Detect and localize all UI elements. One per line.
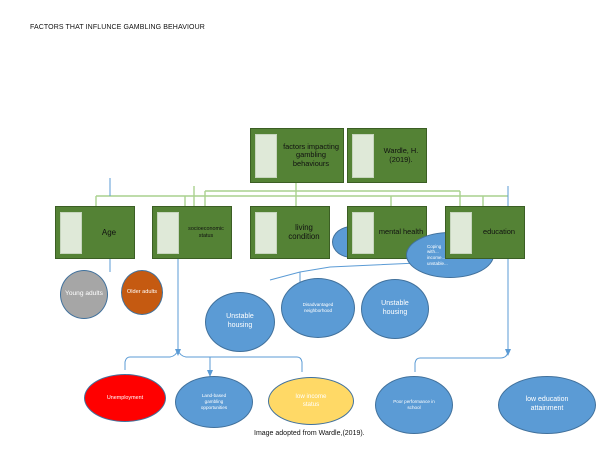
node-label: Poor performance in school <box>393 399 435 410</box>
node-label: Unstable housing <box>226 313 254 329</box>
node-coping-label: Coping with... income... unstable... <box>427 243 448 266</box>
box-thumbnail <box>157 212 179 254</box>
box-living: living condition <box>250 206 330 259</box>
node-land-based-gambling: Land-based gambling opportunities <box>175 376 253 428</box>
box-thumbnail <box>255 134 277 178</box>
node-label: low education attainment <box>525 396 569 412</box>
box-label: factors impacting gambling behaviours <box>283 141 339 168</box>
box-label: socioeconomic status <box>188 226 224 239</box>
node-unstable-housing-1: Unstable housing <box>205 292 275 352</box>
node-unemployment: Unemployment <box>84 374 166 422</box>
box-label: living condition <box>288 222 320 241</box>
box-thumbnail <box>450 212 472 254</box>
box-thumbnail <box>60 212 82 254</box>
box-socioeconomic: socioeconomic status <box>152 206 232 259</box>
page-title: FACTORS THAT INFLUNCE GAMBLING BEHAVIOUR <box>30 24 205 31</box>
box-label: Wardle, H. (2019). <box>383 145 419 164</box>
box-education: education <box>445 206 525 259</box>
node-label: Unemployment <box>106 394 144 401</box>
node-label: Disadvantaged neighborhood <box>302 302 334 313</box>
node-label: low income status <box>295 393 327 408</box>
node-label: Older adults <box>126 289 158 295</box>
box-thumbnail <box>255 212 277 254</box>
node-disadvantaged-neighborhood: Disadvantaged neighborhood <box>281 278 355 338</box>
box-source: Wardle, H. (2019). <box>347 128 427 183</box>
box-label: mental health <box>378 227 424 237</box>
box-age: Age <box>55 206 135 259</box>
node-older-adults: Older adults <box>121 270 163 315</box>
box-thumbnail <box>352 212 374 254</box>
node-low-education-attainment: low education attainment <box>498 376 596 434</box>
box-label: education <box>482 227 516 237</box>
node-poor-performance: Poor performance in school <box>375 376 453 434</box>
box-label: Age <box>101 227 117 237</box>
box-thumbnail <box>352 134 374 178</box>
node-label: Land-based gambling opportunities <box>200 393 228 410</box>
node-label: Young adults <box>65 290 103 298</box>
node-label: Unstable housing <box>381 300 409 316</box>
node-young-adults: Young adults <box>60 270 108 319</box>
node-unstable-housing-2: Unstable housing <box>361 279 429 339</box>
box-factors: factors impacting gambling behaviours <box>250 128 344 183</box>
figure-caption: Image adopted from Wardle,(2019). <box>254 430 365 437</box>
node-low-income-status: low income status <box>268 377 354 425</box>
